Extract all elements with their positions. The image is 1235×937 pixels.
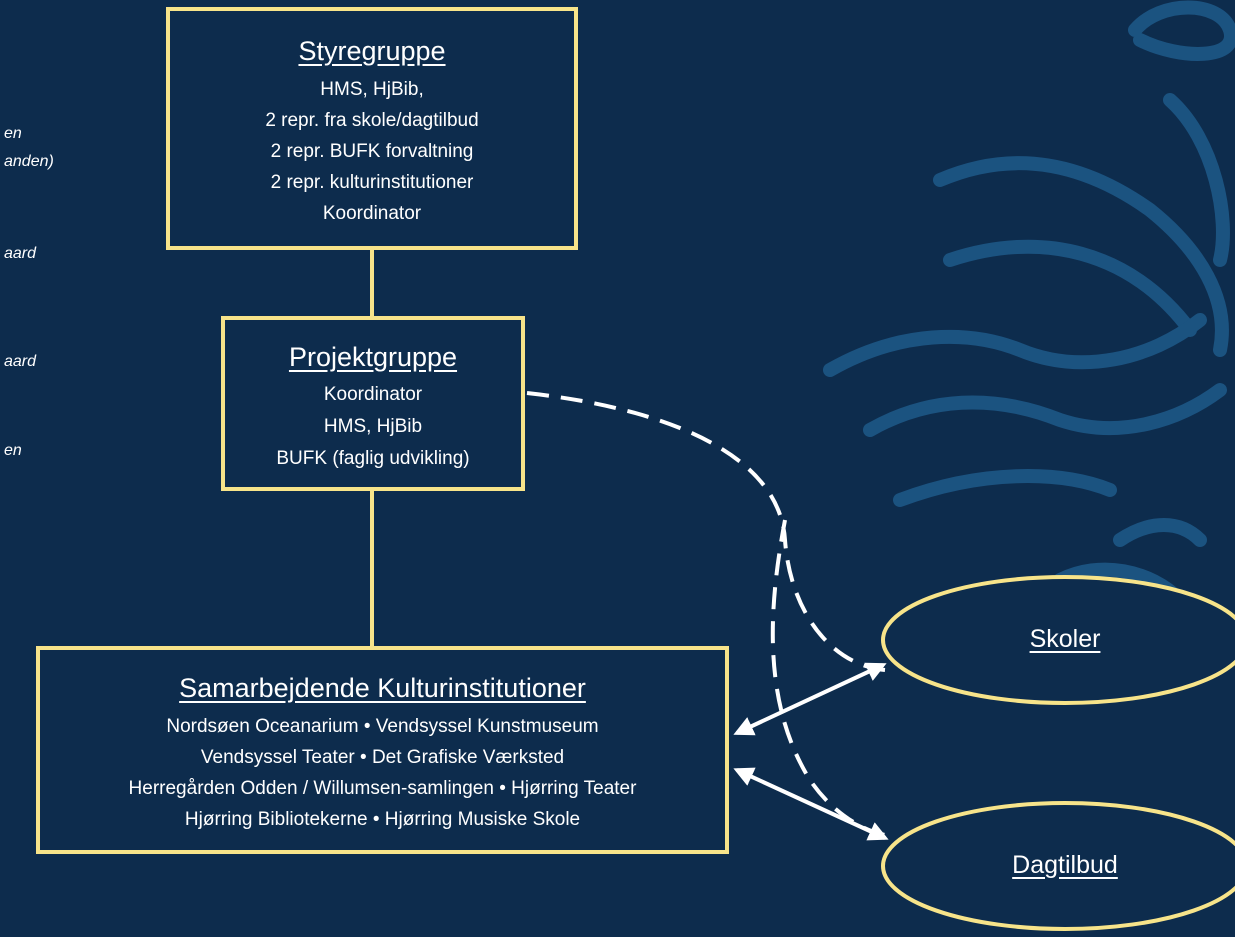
left-fragment-3: aard bbox=[4, 245, 37, 262]
styregruppe-line: Koordinator bbox=[322, 203, 422, 224]
arrow-kultur-skoler bbox=[733, 662, 887, 736]
dagtilbud-ellipse bbox=[881, 801, 1235, 931]
left-fragment-2: anden) bbox=[4, 153, 54, 170]
skoler-label: Skoler bbox=[1029, 625, 1101, 653]
projektgruppe-title: Projektgruppe bbox=[288, 342, 458, 372]
kulturinstitutioner-box: Samarbejdende Kulturinstitutioner Nordsø… bbox=[36, 646, 729, 854]
styregruppe-line: 2 repr. fra skole/dagtilbud bbox=[265, 110, 479, 131]
skoler-ellipse bbox=[881, 575, 1235, 705]
kulturinstitutioner-line: Herregården Odden / Willumsen-samlingen … bbox=[128, 778, 637, 799]
projektgruppe-line: BUFK (faglig udvikling) bbox=[276, 448, 470, 469]
projektgruppe-line: Koordinator bbox=[323, 384, 423, 405]
dashed-line-projekt-skoler bbox=[526, 391, 886, 672]
styregruppe-line: 2 repr. kulturinstitutioner bbox=[270, 172, 474, 193]
kulturinstitutioner-line: Nordsøen Oceanarium • Vendsyssel Kunstmu… bbox=[166, 716, 599, 737]
styregruppe-line: 2 repr. BUFK forvaltning bbox=[270, 141, 474, 162]
kulturinstitutioner-line: Hjørring Bibliotekerne • Hjørring Musisk… bbox=[184, 809, 581, 830]
dagtilbud-label: Dagtilbud bbox=[1012, 851, 1118, 879]
projektgruppe-box: Projektgruppe Koordinator HMS, HjBib BUF… bbox=[221, 316, 525, 491]
left-fragment-4: aard bbox=[4, 353, 37, 370]
styregruppe-title: Styregruppe bbox=[298, 36, 446, 66]
kulturinstitutioner-title: Samarbejdende Kulturinstitutioner bbox=[179, 673, 586, 703]
kulturinstitutioner-line: Vendsyssel Teater • Det Grafiske Værkste… bbox=[200, 747, 565, 768]
projektgruppe-line: HMS, HjBib bbox=[323, 416, 423, 437]
arrow-kultur-dagtilbud bbox=[733, 767, 889, 841]
left-fragment-5: en bbox=[4, 442, 22, 459]
styregruppe-line: HMS, HjBib, bbox=[320, 79, 424, 100]
decorative-swirl bbox=[823, 0, 1235, 667]
left-fragment-1: en bbox=[4, 125, 22, 142]
styregruppe-box: Styregruppe HMS, HjBib, 2 repr. fra skol… bbox=[166, 7, 578, 250]
